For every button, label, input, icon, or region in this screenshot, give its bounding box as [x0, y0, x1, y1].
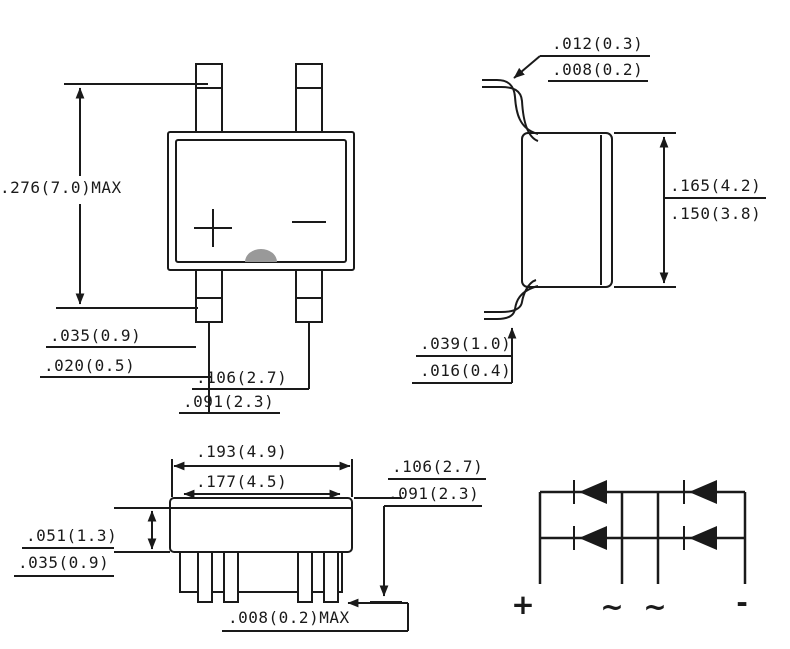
dim-lead-width-label: .035(0.9): [50, 326, 141, 345]
dim-lead-thickness-max-label: .012(0.3): [552, 34, 643, 53]
dim-standoff-max-label: .051(1.3): [26, 526, 117, 545]
dim-body-depth-min-label: .150(3.8): [670, 204, 761, 223]
package-body-outer: [167, 131, 355, 271]
dim-body-depth-max-label: .165(4.2): [670, 176, 761, 195]
body-front-lower: [179, 551, 343, 593]
pin-top-right: [295, 63, 323, 132]
terminal-minus-label: -: [736, 586, 748, 619]
dim-standoff-min-label: .035(0.9): [18, 553, 109, 572]
lead-top-inner: [482, 86, 539, 142]
diode-top-right-triangle: [689, 480, 717, 504]
dim-lead-span-max-label: .106(2.7): [196, 368, 287, 387]
dim-body-width-max-label: .193(4.9): [196, 442, 287, 461]
pin-bottom-left: [195, 270, 223, 323]
dim-lead-thickness-min-label: .008(0.2): [552, 60, 643, 79]
bridge-schematic: + ~ ~ -: [511, 480, 748, 623]
dim-height-min-label: .091(2.3): [388, 484, 479, 503]
terminal-ac1-label: ~: [600, 590, 623, 623]
dim-coplanarity-label: .008(0.2)MAX: [228, 608, 350, 627]
lead-front: [323, 551, 339, 603]
body-front-upper: [169, 497, 353, 553]
leader-arrow: [513, 55, 541, 79]
index-notch: [245, 249, 277, 262]
diode-bottom-right-triangle: [689, 526, 717, 550]
lead-bottom-outer: [484, 285, 539, 320]
dim-height-max-label: .106(2.7): [392, 457, 483, 476]
terminal-plus-label: +: [511, 588, 534, 621]
lead-front: [197, 551, 213, 603]
body-side-outline: [521, 132, 613, 288]
lead-front: [223, 551, 239, 603]
diode-top-left-triangle: [579, 480, 607, 504]
dim-overall-height-label: .276(7.0)MAX: [0, 178, 122, 197]
lead-front: [297, 551, 313, 603]
dim-foot-length-max-label: .039(1.0): [420, 334, 511, 353]
pin-bottom-right: [295, 270, 323, 323]
terminal-ac2-label: ~: [643, 590, 666, 623]
package-body-inner: [175, 139, 347, 263]
diode-bottom-left-triangle: [579, 526, 607, 550]
dim-foot-length-min-label: .016(0.4): [420, 361, 511, 380]
pin-top-left: [195, 63, 223, 132]
top-view: .276(7.0)MAX .035(0.9) .020(0.5) .106(2.…: [0, 63, 355, 414]
dim-lead-span-min-label: .091(2.3): [183, 392, 274, 411]
lead-top-outer: [482, 79, 539, 135]
dim-lead-offset-label: .020(0.5): [44, 356, 135, 375]
front-view: .193(4.9) .177(4.5) .106(2.7) .091(2.3) …: [14, 442, 486, 632]
lead-bottom-inner: [484, 279, 537, 313]
dim-body-width-min-label: .177(4.5): [196, 472, 287, 491]
polarity-plus-mark: [194, 209, 232, 247]
side-view: .012(0.3) .008(0.2) .165(4.2) .150(3.8) …: [412, 34, 766, 384]
